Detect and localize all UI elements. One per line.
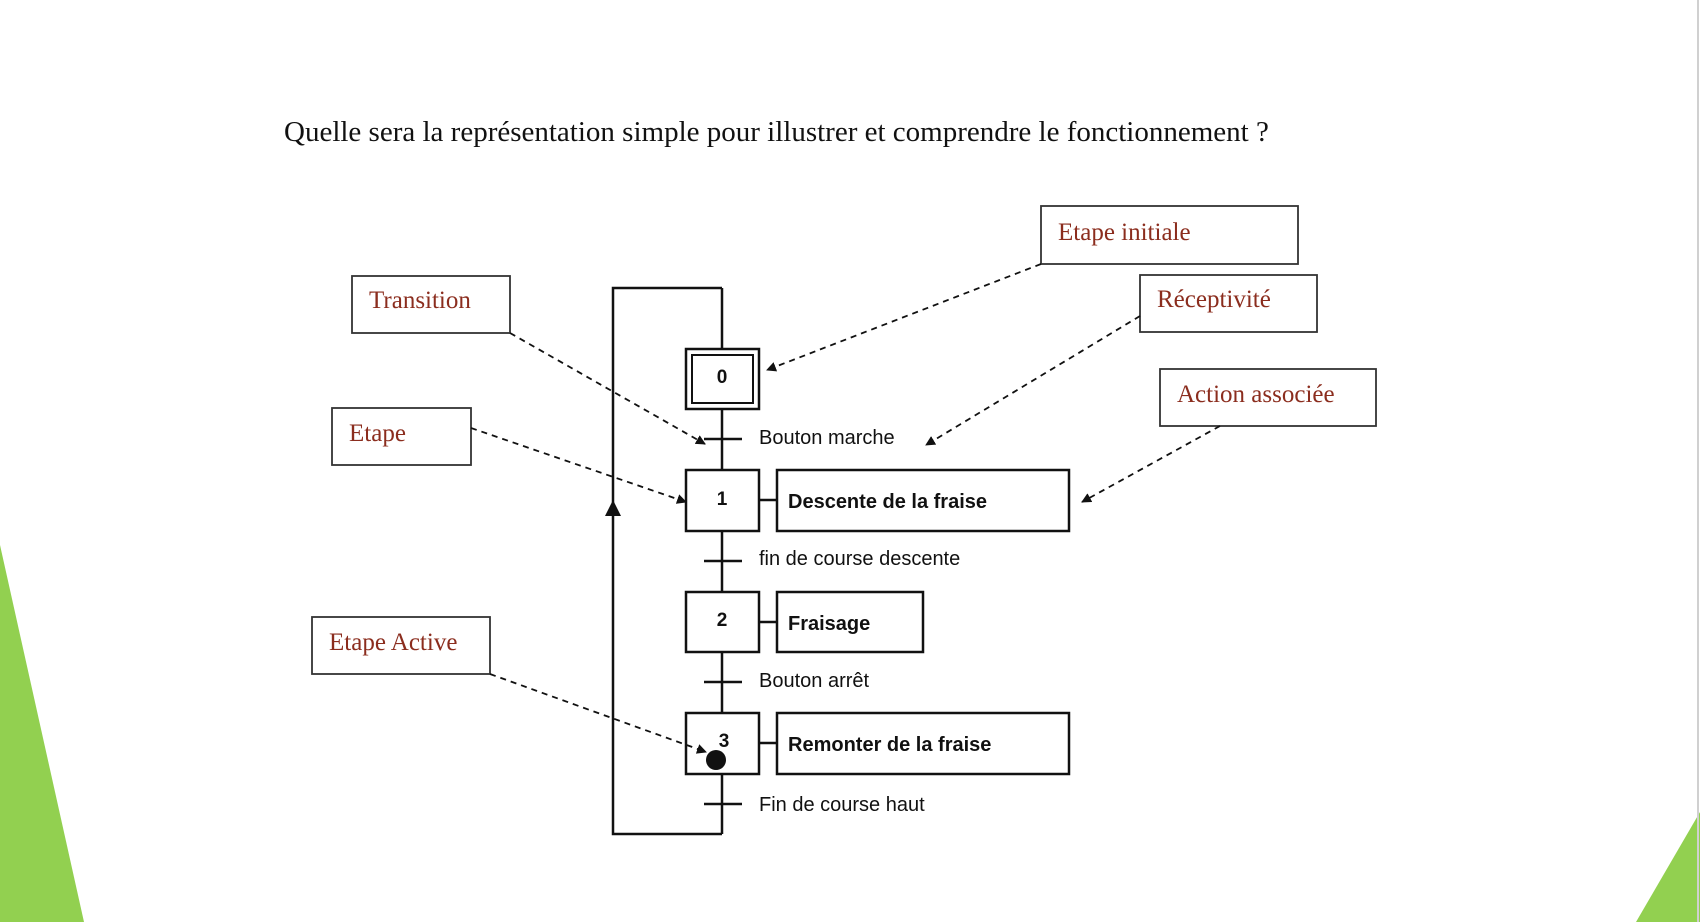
action-3-label: Remonter de la fraise (788, 734, 991, 756)
step-3: 3 Remonter de la fraise (684, 711, 1071, 776)
step-0-number: 0 (717, 367, 728, 388)
svg-text:Etape Active: Etape Active (329, 629, 457, 656)
arrow-action-associee (1081, 425, 1221, 503)
slide-question: Quelle sera la représentation simple pou… (284, 116, 1269, 148)
transition-1-label: Bouton marche (759, 427, 895, 449)
left-green-accent (0, 545, 84, 922)
action-3-box (775, 711, 1071, 776)
svg-text:Transition: Transition (369, 287, 471, 314)
svg-text:Etape: Etape (349, 420, 406, 447)
arrow-etape (470, 427, 687, 504)
step-3-number: 3 (719, 731, 730, 752)
arrow-etape-active (489, 673, 707, 754)
svg-text:Action associée: Action associée (1177, 381, 1335, 408)
transition-2-label: fin de course descente (759, 548, 960, 570)
return-loop (611, 286, 722, 836)
callout-etape: Etape (331, 407, 472, 466)
step-1-number: 1 (717, 489, 728, 510)
active-token-icon (706, 750, 726, 770)
step-1: 1 Descente de la fraise (684, 468, 1071, 533)
right-green-accent (1636, 812, 1700, 922)
action-2-box (775, 590, 925, 654)
step-2-number: 2 (717, 610, 728, 631)
action-1-box (775, 468, 1071, 533)
arrow-receptivite (925, 315, 1141, 446)
svg-text:Réceptivité: Réceptivité (1157, 286, 1271, 313)
action-1-label: Descente de la fraise (788, 491, 987, 513)
callout-receptivite: Réceptivité (1139, 274, 1318, 333)
step-0: 0 (684, 347, 761, 411)
arrow-etape-initiale (766, 263, 1042, 372)
callout-etape-active: Etape Active (311, 616, 491, 675)
callout-action-associee: Action associée (1159, 368, 1377, 427)
transition-3-label: Bouton arrêt (759, 670, 870, 692)
action-2-label: Fraisage (788, 613, 870, 635)
callout-transition: Transition (351, 275, 511, 334)
loop-arrow-icon (605, 500, 621, 516)
callout-etape-initiale: Etape initiale (1040, 205, 1299, 265)
step-2: 2 Fraisage (684, 590, 925, 654)
svg-text:Etape initiale: Etape initiale (1058, 219, 1191, 246)
arrow-transition (509, 332, 706, 445)
transition-4-label: Fin de course haut (759, 794, 925, 816)
